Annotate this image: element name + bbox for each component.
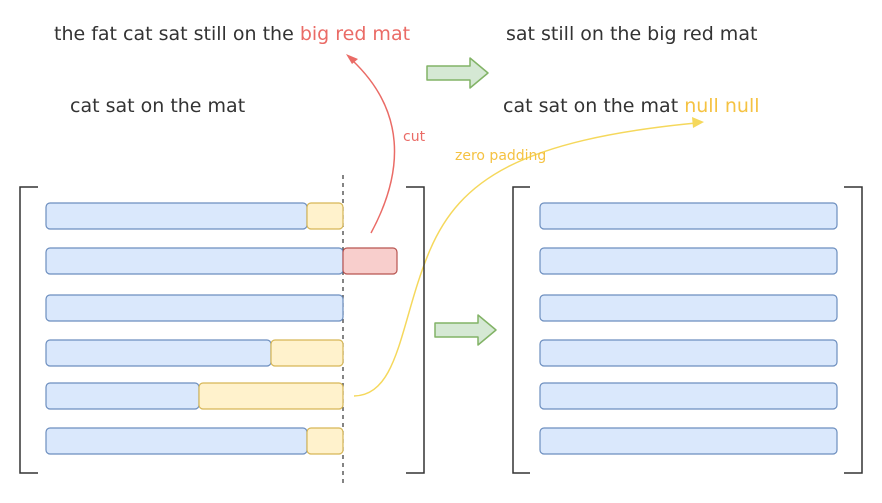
- long-sentence: the fat cat sat still on the big red mat: [54, 23, 410, 45]
- zero-padding-label: zero padding: [455, 148, 546, 164]
- overflow-cut-bar: [342, 247, 398, 275]
- middle-right-arrow: [434, 314, 497, 346]
- padding-bar: [306, 427, 344, 455]
- token-bar: [45, 247, 344, 275]
- token-bar: [45, 339, 272, 367]
- right-matrix-open-bracket: [512, 186, 530, 474]
- long-sentence-kept: the fat cat sat still on the: [54, 23, 300, 45]
- short-sentence: cat sat on the mat: [70, 95, 245, 117]
- cut-arrow: [351, 59, 396, 234]
- left-matrix: [45, 202, 398, 455]
- token-bar: [45, 382, 200, 410]
- padded-sentence-text: cat sat on the mat: [503, 95, 684, 117]
- right-matrix-close-bracket: [844, 186, 863, 474]
- token-bar: [45, 294, 344, 322]
- fixed-length-bar: [539, 339, 838, 367]
- token-bar: [45, 427, 308, 455]
- token-bar: [45, 202, 308, 230]
- cut-label: cut: [403, 129, 426, 145]
- padding-bar: [306, 202, 344, 230]
- top-right-arrow: [426, 57, 489, 89]
- left-matrix-open-bracket: [19, 186, 38, 474]
- fixed-length-bar: [539, 202, 838, 230]
- fixed-length-bar: [539, 382, 838, 410]
- padding-bar: [198, 382, 344, 410]
- fixed-length-bar: [539, 247, 838, 275]
- padded-sentence-nulls: null null: [684, 95, 759, 117]
- left-matrix-close-bracket: [406, 186, 425, 474]
- zero-padding-arrowhead-icon: [692, 117, 704, 128]
- fixed-length-bar: [539, 427, 838, 455]
- long-sentence-cut: big red mat: [300, 23, 410, 45]
- right-matrix: [539, 202, 838, 455]
- cut-arrowhead-icon: [346, 54, 358, 64]
- fixed-length-bar: [539, 294, 838, 322]
- padded-sentence: cat sat on the mat null null: [503, 95, 760, 117]
- padding-bar: [270, 339, 344, 367]
- zero-padding-arrow: [353, 122, 697, 397]
- truncated-sentence: sat still on the big red mat: [506, 23, 757, 45]
